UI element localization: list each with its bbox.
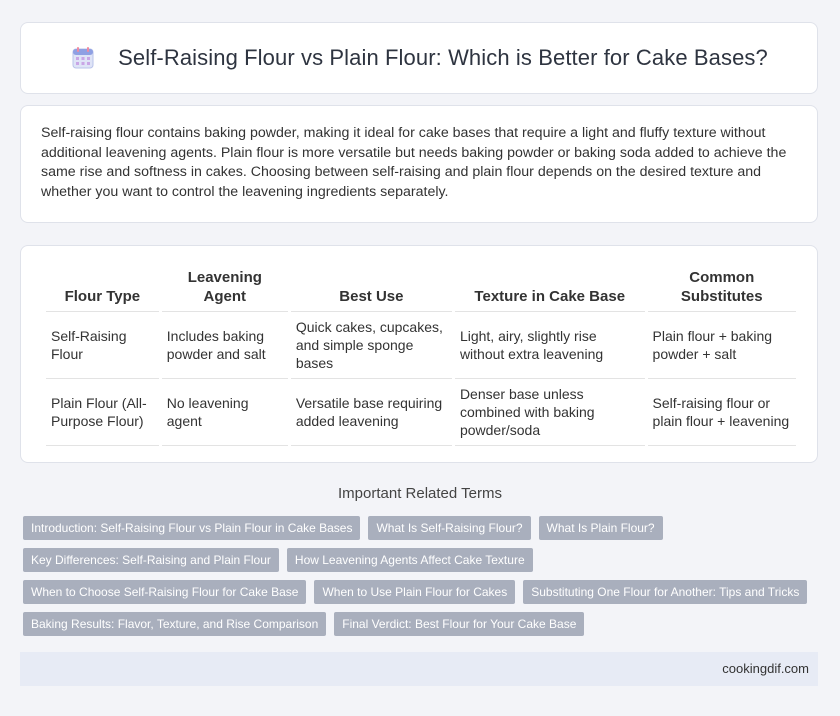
table-cell: Self-Raising Flour bbox=[46, 312, 159, 379]
calendar-icon bbox=[72, 47, 94, 69]
intro-card: Self-raising flour contains baking powde… bbox=[20, 105, 818, 223]
table-row: Plain Flour (All-Purpose Flour) No leave… bbox=[46, 379, 796, 446]
header-leavening-agent: Leavening Agent bbox=[161, 262, 288, 312]
table-cell: Denser base unless combined with baking … bbox=[454, 379, 645, 446]
table-cell: Self-raising flour or plain flour + leav… bbox=[647, 379, 796, 446]
header-best-use: Best Use bbox=[290, 262, 452, 312]
related-term-link[interactable]: Key Differences: Self-Raising and Plain … bbox=[23, 548, 279, 572]
table-cell: Plain Flour (All-Purpose Flour) bbox=[46, 379, 159, 446]
table-header-row: Flour Type Leavening Agent Best Use Text… bbox=[46, 262, 796, 312]
footer-bar: cookingdif.com bbox=[20, 652, 818, 686]
table-cell: No leavening agent bbox=[161, 379, 288, 446]
footer-site-name: cookingdif.com bbox=[722, 661, 809, 676]
related-term-link[interactable]: When to Choose Self-Raising Flour for Ca… bbox=[23, 580, 307, 604]
related-term-link[interactable]: How Leavening Agents Affect Cake Texture bbox=[286, 548, 533, 572]
table-cell: Light, airy, slightly rise without extra… bbox=[454, 312, 645, 379]
header-flour-type: Flour Type bbox=[46, 262, 159, 312]
page-title: Self-Raising Flour vs Plain Flour: Which… bbox=[118, 45, 768, 70]
title-card: Self-Raising Flour vs Plain Flour: Which… bbox=[20, 22, 818, 94]
table-cell: Includes baking powder and salt bbox=[161, 312, 288, 379]
related-term-link[interactable]: What Is Self-Raising Flour? bbox=[368, 516, 531, 540]
comparison-table-card: Flour Type Leavening Agent Best Use Text… bbox=[20, 245, 818, 463]
related-terms-heading: Important Related Terms bbox=[338, 485, 502, 502]
intro-text: Self-raising flour contains baking powde… bbox=[41, 125, 787, 200]
related-term-link[interactable]: What Is Plain Flour? bbox=[538, 516, 663, 540]
header-texture: Texture in Cake Base bbox=[454, 262, 645, 312]
related-term-link[interactable]: Baking Results: Flavor, Texture, and Ris… bbox=[23, 612, 327, 636]
related-term-link[interactable]: Substituting One Flour for Another: Tips… bbox=[523, 580, 808, 604]
header-substitutes: Common Substitutes bbox=[647, 262, 796, 312]
related-term-link[interactable]: Introduction: Self-Raising Flour vs Plai… bbox=[23, 516, 361, 540]
table-cell: Plain flour + baking powder + salt bbox=[647, 312, 796, 379]
related-term-link[interactable]: When to Use Plain Flour for Cakes bbox=[314, 580, 516, 604]
related-terms-list: Introduction: Self-Raising Flour vs Plai… bbox=[23, 516, 823, 644]
comparison-table: Flour Type Leavening Agent Best Use Text… bbox=[43, 262, 799, 446]
table-row: Self-Raising Flour Includes baking powde… bbox=[46, 312, 796, 379]
table-cell: Versatile base requiring added leavening bbox=[290, 379, 452, 446]
related-term-link[interactable]: Final Verdict: Best Flour for Your Cake … bbox=[334, 612, 585, 636]
table-cell: Quick cakes, cupcakes, and simple sponge… bbox=[290, 312, 452, 379]
